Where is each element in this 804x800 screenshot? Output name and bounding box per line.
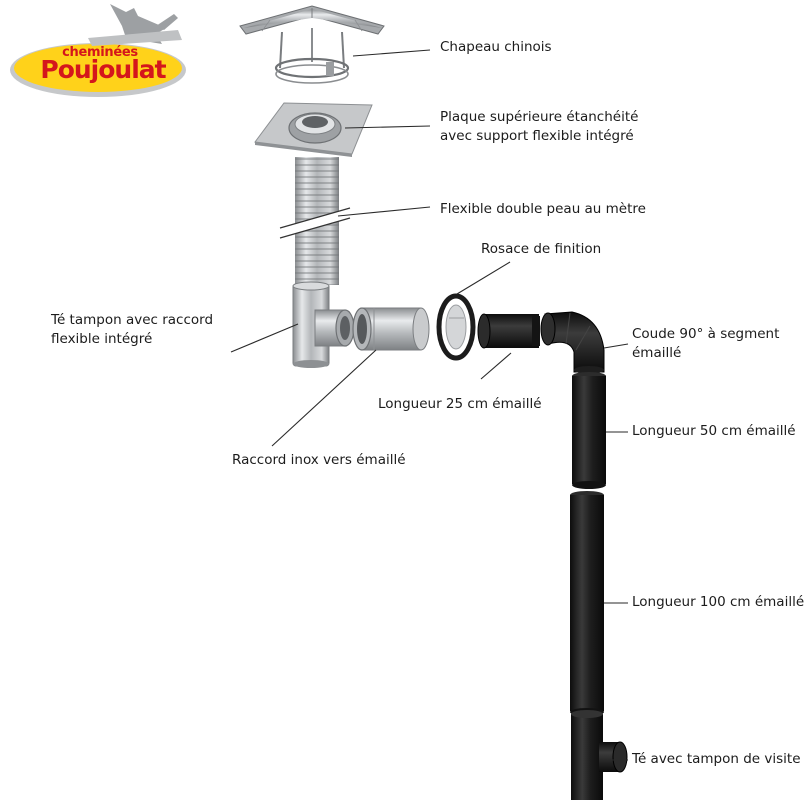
logo-cheminees-text: cheminées (62, 45, 138, 60)
label-plaque-line1: Plaque supérieure étanchéité (440, 109, 639, 125)
poujoulat-logo: cheminées Poujoulat (6, 4, 186, 100)
label-raccord: Raccord inox vers émaillé (232, 452, 406, 468)
label-flexible: Flexible double peau au mètre (440, 201, 646, 217)
label-te-tampon-line2: flexible intégré (51, 331, 153, 347)
label-plaque-line2: avec support flexible intégré (440, 128, 634, 144)
chapeau-chinois-part (239, 5, 385, 84)
te-visite-part (571, 710, 628, 800)
longueur-100-part (570, 491, 604, 716)
leader-coude (603, 343, 629, 349)
rosace-part (436, 293, 476, 361)
leader-lines (230, 49, 629, 761)
label-longueur-25: Longueur 25 cm émaillé (378, 396, 542, 412)
label-te-visite: Té avec tampon de visite (632, 751, 801, 767)
raccord-inox-part (352, 307, 430, 351)
leader-plaque (344, 125, 431, 129)
longueur-25-part (477, 313, 540, 349)
label-chapeau-chinois: Chapeau chinois (440, 39, 552, 55)
te-tampon-inox-part (292, 281, 355, 368)
logo-shape (10, 4, 186, 97)
label-te-tampon-line1: Té tampon avec raccord (51, 312, 214, 328)
leader-long25 (480, 352, 512, 380)
longueur-50-part (572, 372, 606, 489)
leader-chapeau (352, 49, 431, 57)
label-rosace: Rosace de finition (481, 241, 602, 257)
leader-te-tampon (230, 323, 299, 353)
label-longueur-100: Longueur 100 cm émaillé (632, 594, 804, 610)
flexible-double-peau-part (279, 157, 351, 285)
logo-poujoulat-text: Poujoulat (40, 55, 166, 84)
leader-flexible (337, 206, 431, 217)
label-longueur-50: Longueur 50 cm émaillé (632, 423, 796, 439)
leader-raccord (271, 349, 377, 447)
label-coude-line1: Coude 90° à segment (632, 326, 780, 342)
plaque-superieure-part (254, 102, 373, 157)
label-coude-line2: émaillé (632, 345, 682, 361)
leader-rosace (456, 261, 511, 295)
coude-90-part (540, 311, 605, 374)
